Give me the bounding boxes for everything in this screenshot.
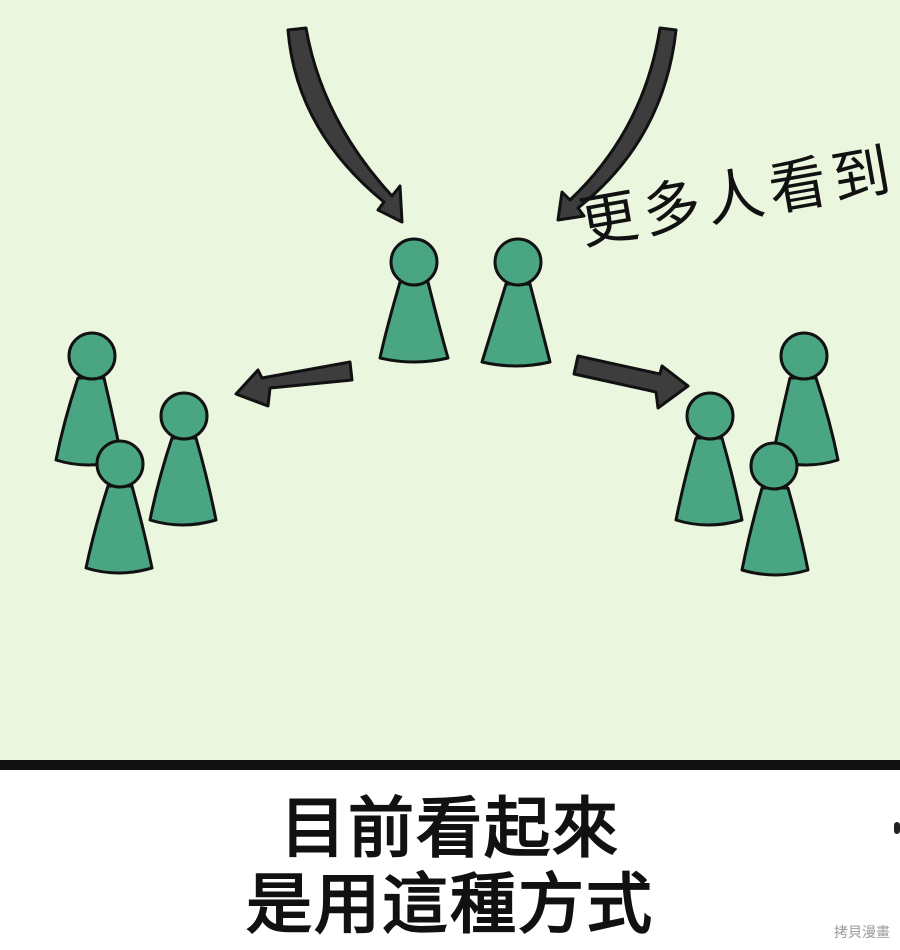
panel-divider [0, 760, 900, 770]
edge-mark [894, 822, 900, 834]
person-figure [378, 237, 450, 364]
illustration-panel: 更多人看到 [0, 0, 900, 762]
person-figure [480, 237, 552, 368]
person-figure [84, 439, 154, 575]
illustration [54, 26, 840, 577]
person-figure [674, 391, 744, 527]
person-figure [740, 441, 810, 577]
person-figure [148, 391, 218, 527]
arrow-right-icon [572, 354, 690, 410]
caption: 目前看起來 是用這種方式 [0, 790, 900, 942]
arrow-down-right-icon [556, 26, 678, 222]
caption-line-1: 目前看起來 [280, 789, 620, 867]
watermark: 拷貝漫畫 [834, 925, 890, 941]
person-figure [54, 331, 124, 467]
caption-line-2: 是用這種方式 [246, 865, 654, 943]
person-figure [770, 331, 840, 467]
arrow-down-left-icon [286, 26, 404, 224]
arrow-left-icon [234, 360, 354, 408]
